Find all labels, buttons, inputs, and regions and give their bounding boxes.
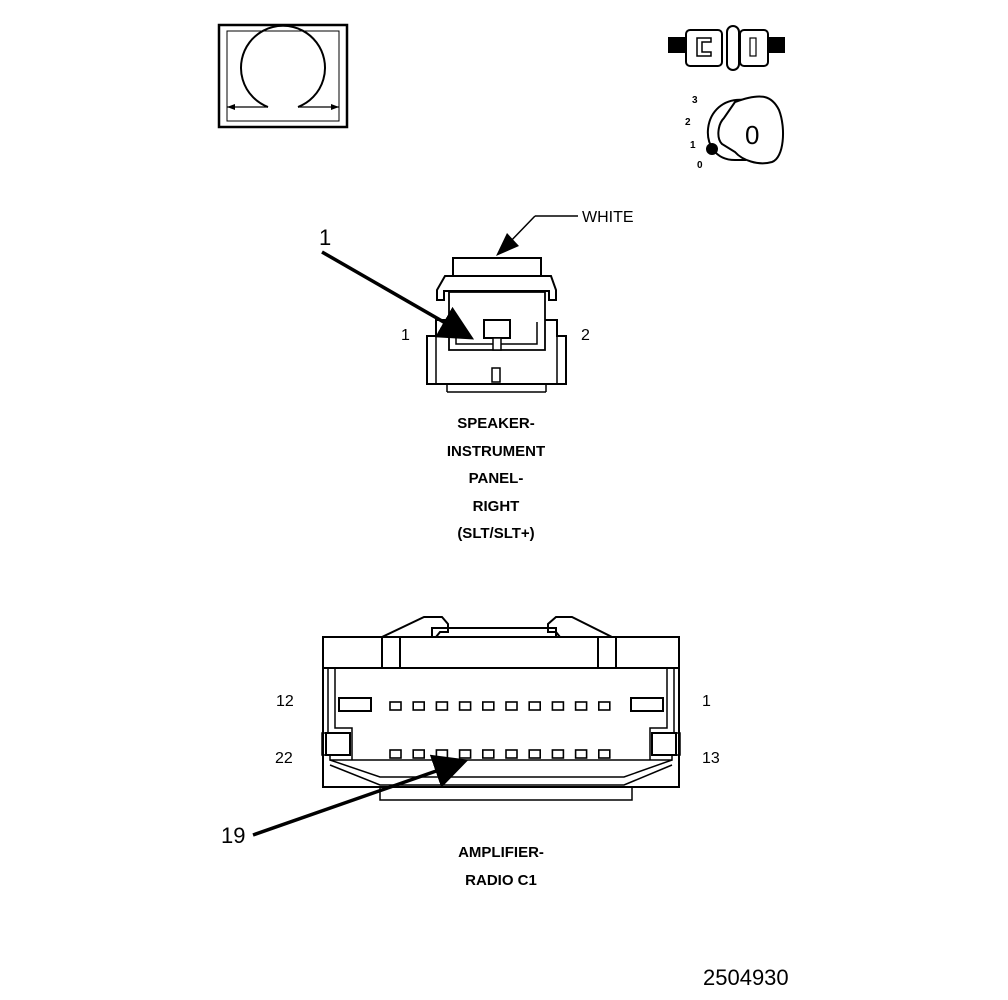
- ohm-symbol-icon: [217, 23, 349, 129]
- disconnected-connector-icon: [668, 25, 785, 71]
- ignition-key-label: 0: [745, 120, 760, 150]
- speaker-caption-line: (SLT/SLT+): [457, 525, 535, 542]
- amplifier-pins-bottom-row: [389, 749, 611, 759]
- pin-cavity: [481, 701, 495, 711]
- speaker-connector-caption: SPEAKER- INSTRUMENT PANEL- RIGHT (SLT/SL…: [376, 410, 616, 548]
- pin-cavity: [574, 701, 588, 711]
- callout-19-arrow: [252, 754, 469, 837]
- pin-cavity: [412, 749, 426, 759]
- pin-cavity: [458, 701, 472, 711]
- callout-19-label: 19: [221, 823, 246, 848]
- speaker-caption-line: PANEL-: [468, 470, 524, 487]
- ignition-key-icon: [706, 95, 785, 165]
- amplifier-pin-13-label: 13: [702, 750, 720, 767]
- speaker-pin-1-label: 1: [401, 327, 410, 344]
- ignition-position-0: 0: [697, 160, 703, 171]
- ignition-position-1: 1: [690, 140, 696, 151]
- amplifier-caption-line: RADIO C1: [465, 871, 537, 889]
- pin-cavity: [551, 701, 565, 711]
- pin-cavity: [481, 749, 495, 759]
- pin-cavity: [505, 701, 518, 711]
- pin-cavity: [505, 749, 518, 759]
- callout-1-label: 1: [319, 225, 332, 250]
- amplifier-pin-22-label: 22: [275, 750, 293, 767]
- pin-cavity: [412, 701, 426, 711]
- speaker-caption-line: RIGHT: [472, 497, 520, 515]
- amplifier-connector-caption: AMPLIFIER- RADIO C1: [381, 839, 621, 894]
- pin-cavity: [597, 701, 611, 711]
- amplifier-caption-line: AMPLIFIER-: [458, 844, 544, 861]
- pin-cavity: [551, 749, 565, 759]
- pin-cavity: [597, 749, 611, 759]
- amplifier-pins-top-row: [389, 701, 611, 711]
- ignition-position-3: 3: [692, 95, 698, 106]
- pin-cavity: [389, 749, 402, 759]
- white-leader: [496, 215, 578, 256]
- amplifier-pin-12-label: 12: [276, 693, 294, 710]
- figure-id: 2504930: [703, 965, 789, 990]
- pin-cavity: [435, 749, 449, 759]
- speaker-caption-line: INSTRUMENT: [446, 442, 546, 460]
- pin-cavity: [435, 701, 449, 711]
- pin-cavity: [528, 701, 542, 711]
- pin-cavity: [574, 749, 588, 759]
- ignition-position-2: 2: [685, 117, 691, 128]
- callout-1-arrow: [321, 250, 475, 340]
- connector-color-label: WHITE: [582, 209, 634, 226]
- amplifier-pin-1-label: 1: [702, 693, 711, 710]
- pin-cavity: [389, 701, 402, 711]
- speaker-caption-line: SPEAKER-: [457, 415, 535, 432]
- pin-cavity: [528, 749, 542, 759]
- amplifier-connector: [321, 616, 681, 801]
- pin-cavity: [458, 749, 472, 759]
- speaker-pin-2-label: 2: [581, 327, 590, 344]
